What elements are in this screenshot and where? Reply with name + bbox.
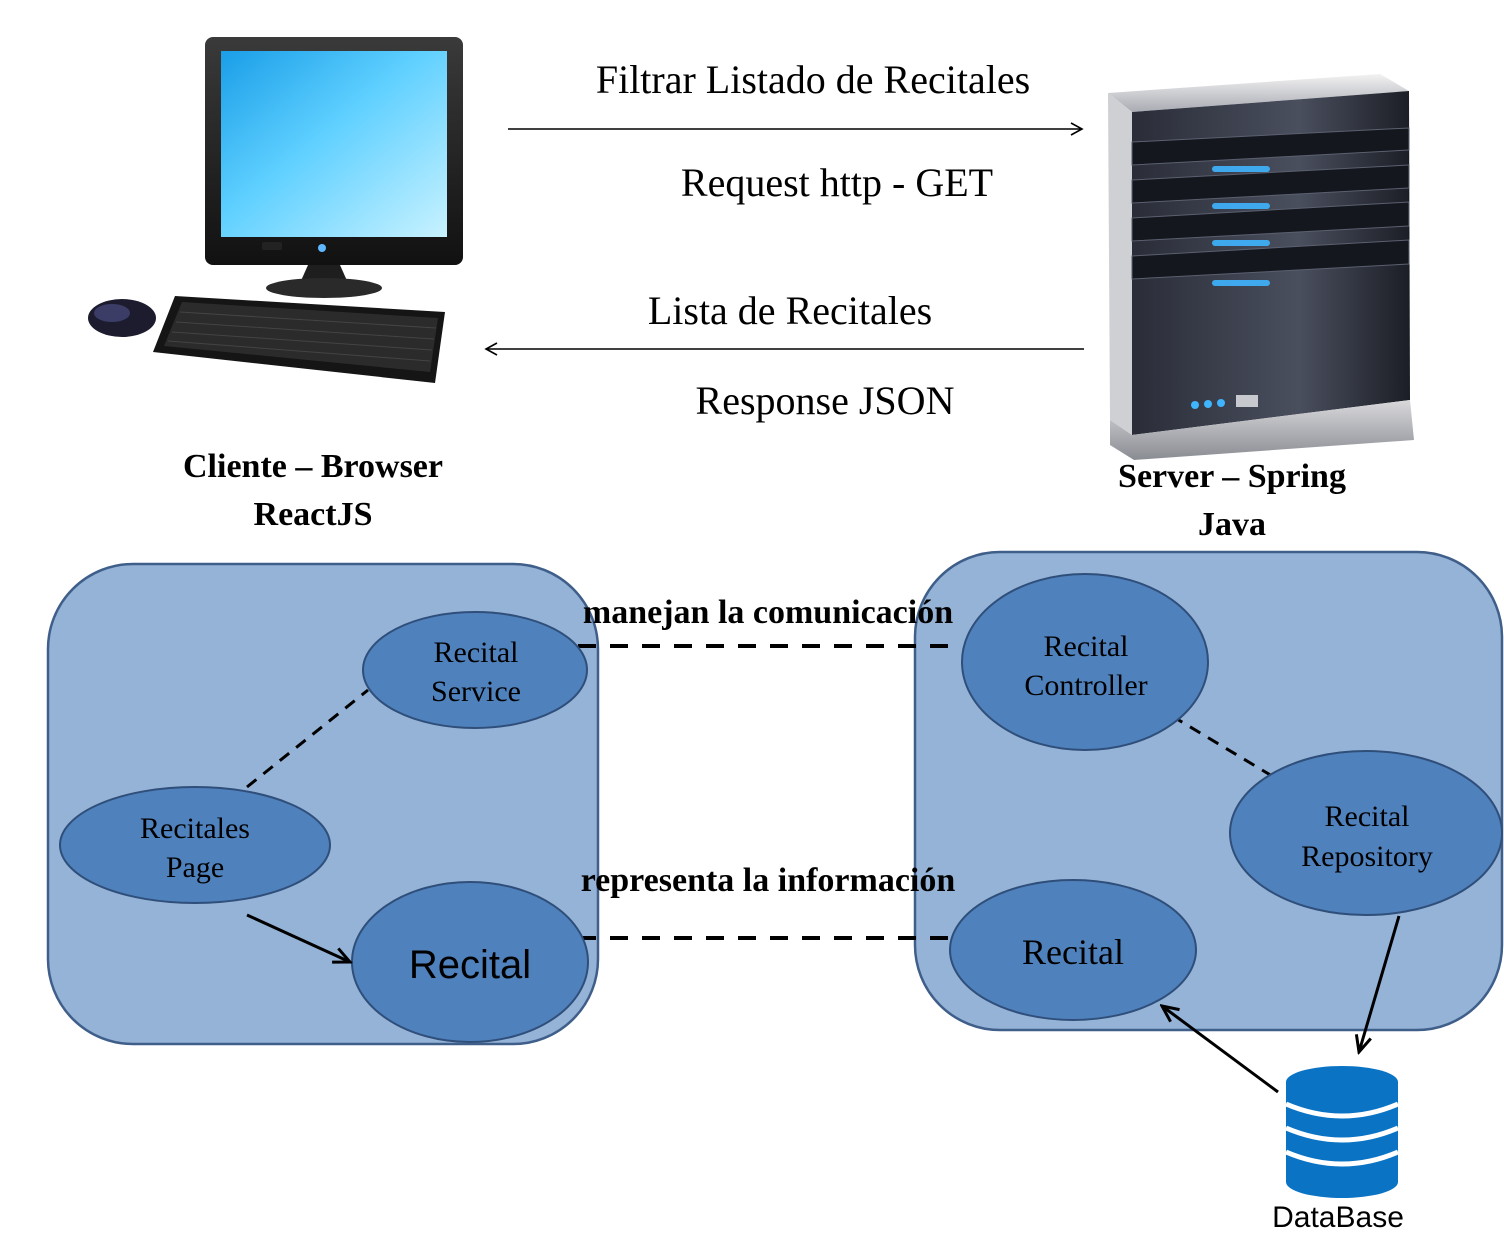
server-recital-node: Recital <box>949 879 1197 1021</box>
page-service-link <box>246 688 369 789</box>
information-label: representa la información <box>581 862 956 899</box>
server-recital-label: Recital <box>1022 932 1124 972</box>
client-label-line2: ReactJS <box>254 496 373 533</box>
client-recital-label: Recital <box>409 943 531 987</box>
desktop-computer-icon <box>88 37 463 383</box>
recitales-page-node: Recitales Page <box>59 786 331 904</box>
recital-repository-label-2: Repository <box>1301 840 1433 873</box>
recital-repository-label-1: Recital <box>1325 800 1410 833</box>
recitales-page-label-2: Page <box>166 851 224 884</box>
response-subtitle: Response JSON <box>696 378 955 423</box>
recital-controller-label-1: Recital <box>1044 630 1129 663</box>
recital-repository-node: Recital Repository <box>1229 750 1503 916</box>
repository-to-database-arrow <box>1359 915 1401 1052</box>
database-to-recital-arrow <box>1162 1006 1279 1094</box>
recital-controller-label-2: Controller <box>1024 669 1147 702</box>
server-label-line2: Java <box>1198 506 1266 543</box>
recital-service-label-2: Service <box>431 675 521 708</box>
client-label-line1: Cliente – Browser <box>183 448 443 485</box>
server-label-line1: Server – Spring <box>1118 458 1346 495</box>
client-recital-node: Recital <box>351 881 589 1043</box>
database-cylinder-icon <box>1285 1066 1399 1198</box>
request-title: Filtrar Listado de Recitales <box>596 57 1030 102</box>
recital-service-label-1: Recital <box>434 636 519 669</box>
database-label: DataBase <box>1272 1201 1404 1234</box>
page-to-recital-arrow <box>246 913 350 962</box>
recitales-page-label-1: Recitales <box>140 812 250 845</box>
recital-service-node: Recital Service <box>362 611 588 729</box>
recital-controller-node: Recital Controller <box>961 573 1209 751</box>
response-title: Lista de Recitales <box>648 288 932 333</box>
server-tower-icon <box>1108 74 1414 460</box>
request-subtitle: Request http - GET <box>681 160 993 205</box>
communication-label: manejan la comunicación <box>583 594 953 631</box>
